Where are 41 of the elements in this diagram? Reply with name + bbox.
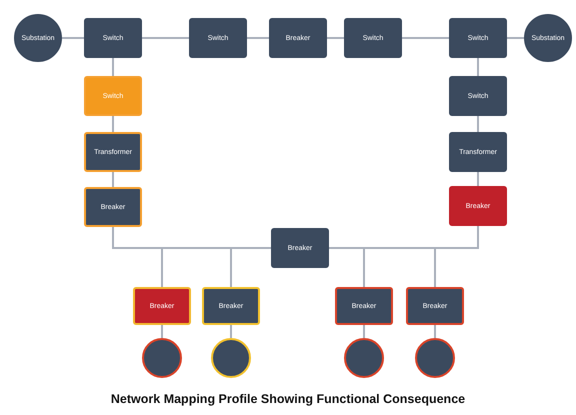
connector-line	[112, 227, 232, 287]
component-box	[335, 287, 393, 325]
circle-node	[142, 338, 182, 378]
connector-line	[477, 58, 479, 76]
connector-line	[434, 325, 436, 338]
component-box	[202, 287, 260, 325]
connector-line	[507, 37, 524, 39]
connector-line	[247, 37, 269, 39]
connector-line	[161, 325, 163, 338]
component-box	[189, 18, 247, 58]
caption: Network Mapping Profile Showing Functional Consequence	[110, 392, 466, 406]
component-box	[449, 186, 507, 226]
connector-line	[112, 116, 114, 132]
connector-line	[402, 37, 449, 39]
circle-node	[14, 14, 62, 62]
component-box	[449, 18, 507, 58]
connector-line	[112, 172, 114, 187]
component-box	[271, 228, 329, 268]
circle-node	[211, 338, 251, 378]
component-box	[133, 287, 191, 325]
circle-node	[415, 338, 455, 378]
component-box	[449, 76, 507, 116]
connector-line	[363, 325, 365, 338]
connector-line	[434, 226, 479, 287]
component-box	[269, 18, 327, 58]
component-box	[84, 187, 142, 227]
component-box	[84, 76, 142, 116]
connector-line	[230, 325, 232, 338]
connector-line	[62, 37, 84, 39]
circle-node	[344, 338, 384, 378]
connector-line	[477, 172, 479, 186]
component-box	[84, 18, 142, 58]
component-box	[84, 132, 142, 172]
connector-line	[477, 116, 479, 132]
component-box	[406, 287, 464, 325]
connector-line	[327, 37, 344, 39]
connector-line	[112, 58, 114, 76]
component-box	[449, 132, 507, 172]
circle-node	[524, 14, 572, 62]
connector-line	[142, 37, 189, 39]
component-box	[344, 18, 402, 58]
